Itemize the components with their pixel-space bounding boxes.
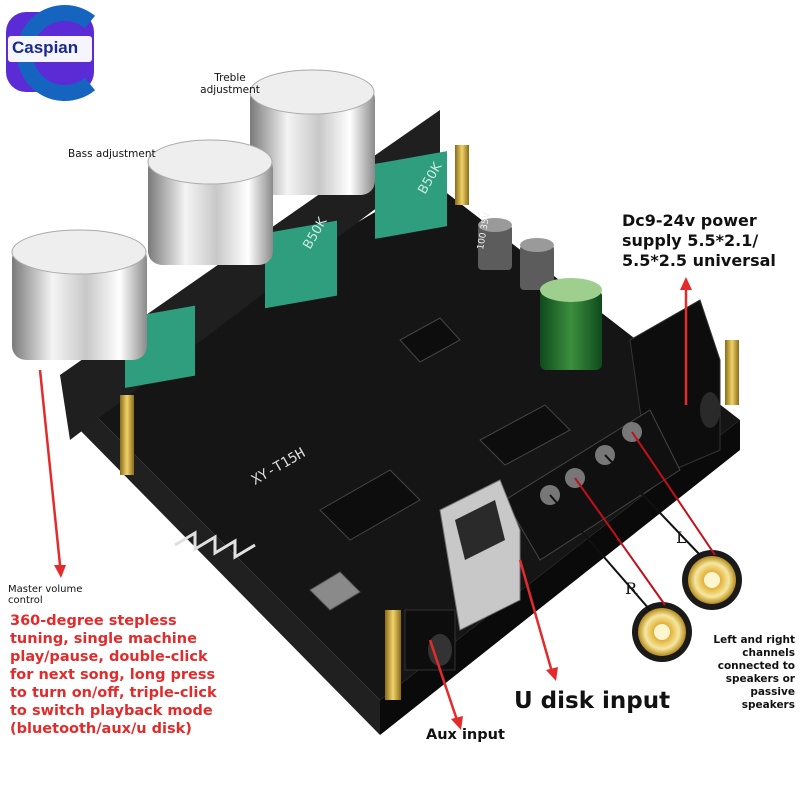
volume-knob — [11, 229, 147, 360]
treble-knob — [249, 69, 375, 195]
potentiometers — [125, 151, 447, 388]
channel-l-label: L — [676, 528, 687, 547]
ic-chips — [309, 317, 571, 611]
master-volume-label: Master volume control — [8, 584, 83, 606]
speaker-wires — [549, 431, 716, 611]
speaker-channels-label: Left and right channels connected to spe… — [713, 634, 795, 711]
brass-standoffs — [120, 145, 739, 700]
u-disk-input-label: U disk input — [514, 688, 671, 714]
treble-label: Treble adjustment — [200, 72, 260, 96]
annotation-arrows — [38, 277, 692, 730]
tuning-description: 360-degree stepless tuning, single machi… — [10, 613, 217, 737]
bluetooth-antenna — [174, 530, 256, 560]
caspian-logo — [6, 5, 96, 101]
speaker-right-icon — [632, 602, 692, 662]
usb-port — [439, 479, 521, 631]
power-supply-label: Dc9-24v power supply 5.5*2.1/ 5.5*2.5 un… — [622, 211, 776, 270]
capacitors — [478, 218, 602, 370]
channel-r-label: R — [625, 579, 638, 598]
aux-input-label: Aux input — [426, 727, 505, 743]
logo-text: Caspian — [12, 38, 79, 57]
speaker-left-icon — [682, 550, 742, 610]
bass-label: Bass adjustment — [68, 148, 156, 160]
bass-knob — [147, 139, 273, 265]
